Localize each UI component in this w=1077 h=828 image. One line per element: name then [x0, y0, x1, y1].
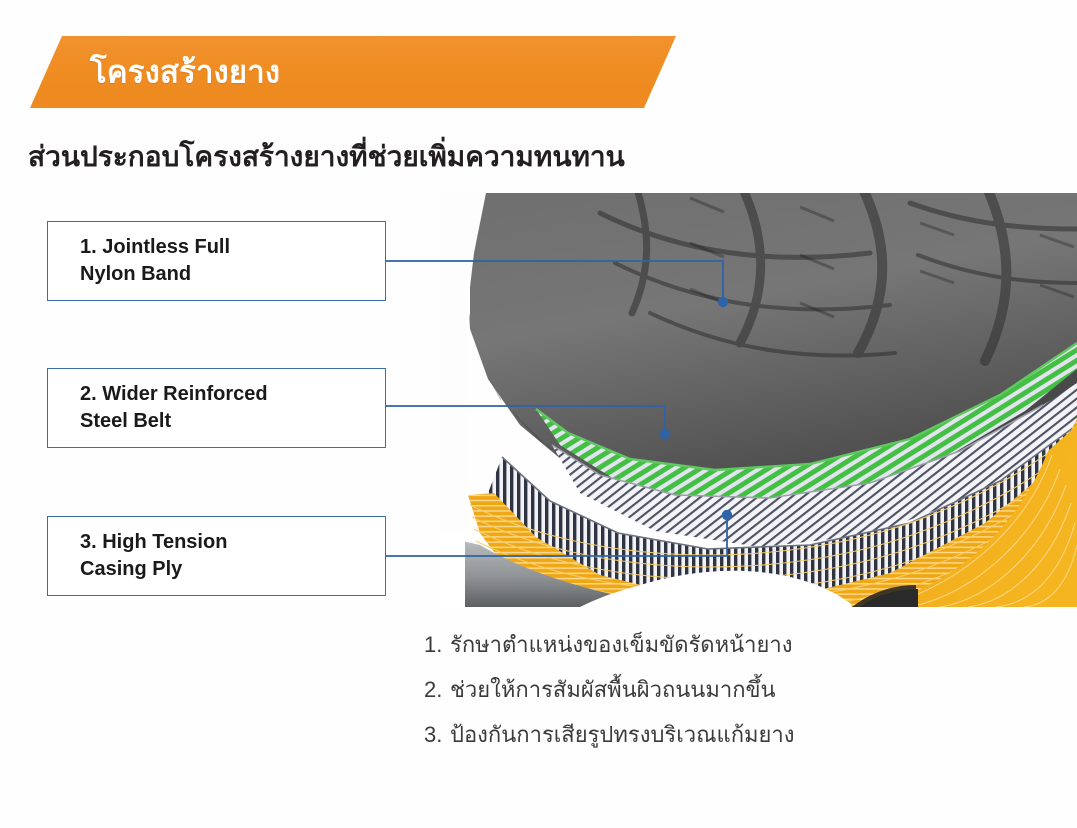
list-item-number: 3.: [424, 722, 443, 748]
list-item: 1. รักษาตำแหน่งของเข็มขัดรัดหน้ายาง: [424, 633, 1044, 656]
inner-liner-band: [440, 541, 690, 607]
list-item-number: 2.: [424, 677, 443, 703]
list-item-number: 1.: [424, 632, 443, 657]
casing-ply-sidewall: [870, 425, 1077, 607]
callout-box-high-tension-casing-ply[interactable]: 3. High Tension Casing Ply: [47, 516, 386, 596]
callout-label-3: 3. High Tension Casing Ply: [80, 531, 228, 580]
callout-label-1: 1. Jointless Full Nylon Band: [80, 236, 231, 285]
banner-title: โครงสร้างยาง: [90, 54, 281, 90]
section-banner: โครงสร้างยาง: [30, 36, 676, 108]
page-subheading: ส่วนประกอบโครงสร้างยางที่ช่วยเพิ่มความทน…: [28, 141, 625, 172]
list-item-text: ช่วยให้การสัมผัสพื้นผิวถนนมากขึ้น: [450, 677, 776, 703]
high-tension-casing-ply-layer: [468, 419, 1077, 607]
list-item: 2. ช่วยให้การสัมผัสพื้นผิวถนนมากขึ้น: [424, 678, 1044, 701]
list-item-text: รักษาตำแหน่งของเข็มขัดรัดหน้ายาง: [450, 632, 793, 657]
banner-parallelogram-shape: [30, 36, 676, 108]
callout-box-jointless-full-nylon-band[interactable]: 1. Jointless Full Nylon Band: [47, 221, 386, 301]
list-item-text: ป้องกันการเสียรูปทรงบริเวณแก้มยาง: [450, 722, 795, 748]
benefits-list: 1. รักษาตำแหน่งของเข็มขัดรัดหน้ายาง 2. ช่ว…: [424, 633, 1044, 768]
casing-ply-sidewall-cords: [887, 454, 1077, 607]
callout-label-2: 2. Wider Reinforced Steel Belt: [80, 383, 268, 432]
callout-box-wider-reinforced-steel-belt[interactable]: 2. Wider Reinforced Steel Belt: [47, 368, 386, 448]
tire-cutaway-illustration: [440, 193, 1077, 607]
list-item: 3. ป้องกันการเสียรูปทรงบริเวณแก้มยาง: [424, 723, 1044, 746]
